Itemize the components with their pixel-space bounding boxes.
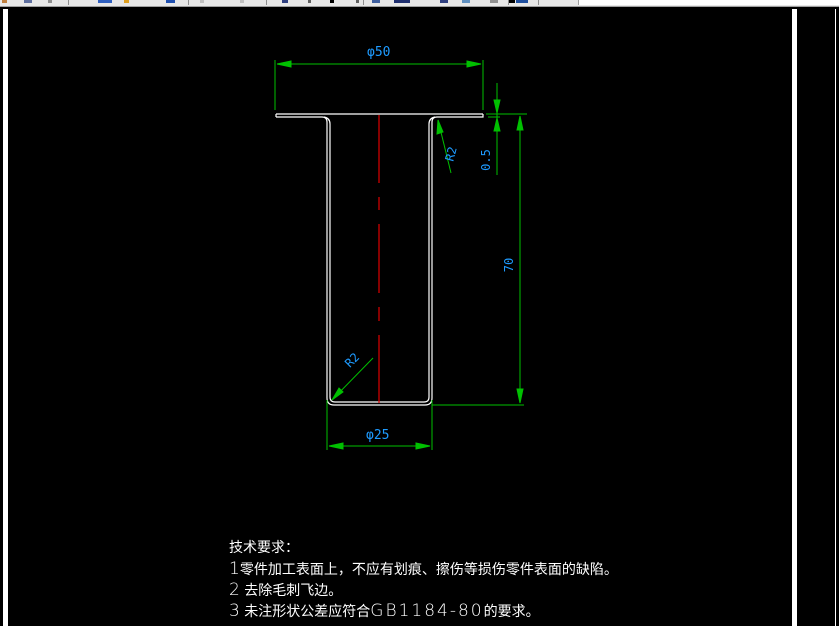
notes-title: 技术要求： xyxy=(229,540,299,556)
drawing-frame-right xyxy=(792,9,797,626)
dim-text-thickness: 0.5 xyxy=(479,149,493,171)
toolbar-separator xyxy=(538,0,539,5)
dim-text-height: 70 xyxy=(502,258,516,272)
dimension-thickness xyxy=(488,83,501,175)
view-icon[interactable] xyxy=(516,0,528,3)
table-icon[interactable] xyxy=(356,0,359,3)
dim-text-bottom-diameter: φ25 xyxy=(366,428,389,443)
dimension-bottom-diameter xyxy=(326,400,433,450)
toolbar-separator xyxy=(363,0,364,5)
layer-props-icon[interactable] xyxy=(440,0,448,3)
drawing-canvas[interactable] xyxy=(0,7,839,626)
save-icon[interactable] xyxy=(24,0,32,3)
pencil-icon[interactable] xyxy=(2,0,7,3)
toolbar-separator xyxy=(508,0,509,5)
dimension-bottom-radius xyxy=(331,357,374,401)
block-icon[interactable] xyxy=(330,0,334,3)
dimension-top-radius xyxy=(436,119,452,174)
text-icon[interactable] xyxy=(308,0,311,3)
note-item-3: 3 未注形状公差应符合GB1184-80的要求。 xyxy=(229,601,540,621)
calc-icon[interactable] xyxy=(508,0,515,3)
match-icon[interactable] xyxy=(462,0,470,3)
dim-text-top-diameter: φ50 xyxy=(367,45,390,60)
properties-icon[interactable] xyxy=(124,0,129,3)
layer-dropdown[interactable] xyxy=(578,0,839,5)
layer-icon[interactable] xyxy=(98,0,112,3)
toolbar-separator xyxy=(188,0,189,5)
redo-icon[interactable] xyxy=(282,0,288,3)
dimension-top-diameter xyxy=(274,60,484,110)
dim-text-top-radius: R2 xyxy=(443,145,460,163)
list-icon[interactable] xyxy=(490,0,498,3)
pan-icon[interactable] xyxy=(200,0,204,3)
cursor-icon[interactable] xyxy=(240,0,244,3)
undo-icon[interactable] xyxy=(48,0,52,3)
toolbar-separator xyxy=(68,0,69,5)
zoom-icon[interactable] xyxy=(166,0,175,3)
dim-text-bottom-radius: R2 xyxy=(342,350,362,370)
note-item-2: 2 去除毛刺飞边。 xyxy=(229,580,343,600)
drawing-frame-edge xyxy=(835,9,836,626)
note-item-1: 1零件加工表面上，不应有划痕、擦伤等损伤零件表面的缺陷。 xyxy=(229,559,618,579)
layout-icon[interactable] xyxy=(394,0,410,3)
toolbar-separator xyxy=(266,0,267,5)
technical-requirements: 技术要求： 1零件加工表面上，不应有划痕、擦伤等损伤零件表面的缺陷。 2 去除毛… xyxy=(229,538,618,622)
drawing-frame-left xyxy=(3,9,8,626)
dimension-height xyxy=(432,113,527,406)
grid-icon[interactable] xyxy=(372,0,380,3)
toolbar xyxy=(0,0,839,7)
